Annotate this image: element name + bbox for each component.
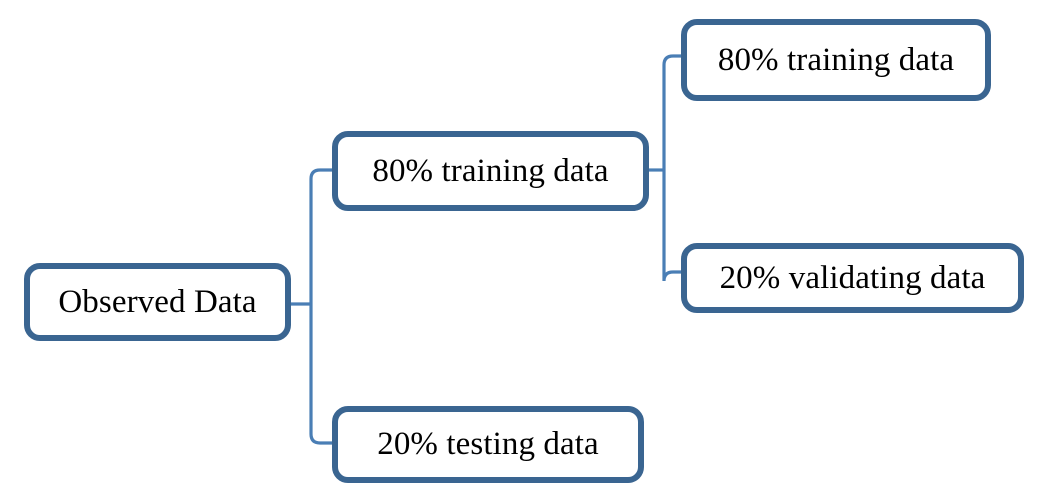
node-validating-data-label: 20% validating data (719, 259, 986, 296)
node-training-data-level2-label: 80% training data (717, 41, 955, 78)
node-testing-data[interactable]: 20% testing data (332, 406, 644, 483)
edge-root-to-train1 (309, 168, 332, 304)
edge-train1-to-validate (662, 170, 681, 282)
edge-root-to-test (309, 304, 332, 445)
node-training-data-level2[interactable]: 80% training data (681, 19, 991, 101)
node-validating-data[interactable]: 20% validating data (681, 243, 1024, 313)
node-observed-data-label: Observed Data (58, 283, 257, 320)
node-training-data-level1[interactable]: 80% training data (332, 131, 649, 211)
node-testing-data-label: 20% testing data (377, 426, 599, 462)
node-observed-data[interactable]: Observed Data (24, 263, 291, 341)
edge-train1-to-train2 (662, 54, 681, 170)
node-training-data-level1-label: 80% training data (372, 152, 609, 189)
